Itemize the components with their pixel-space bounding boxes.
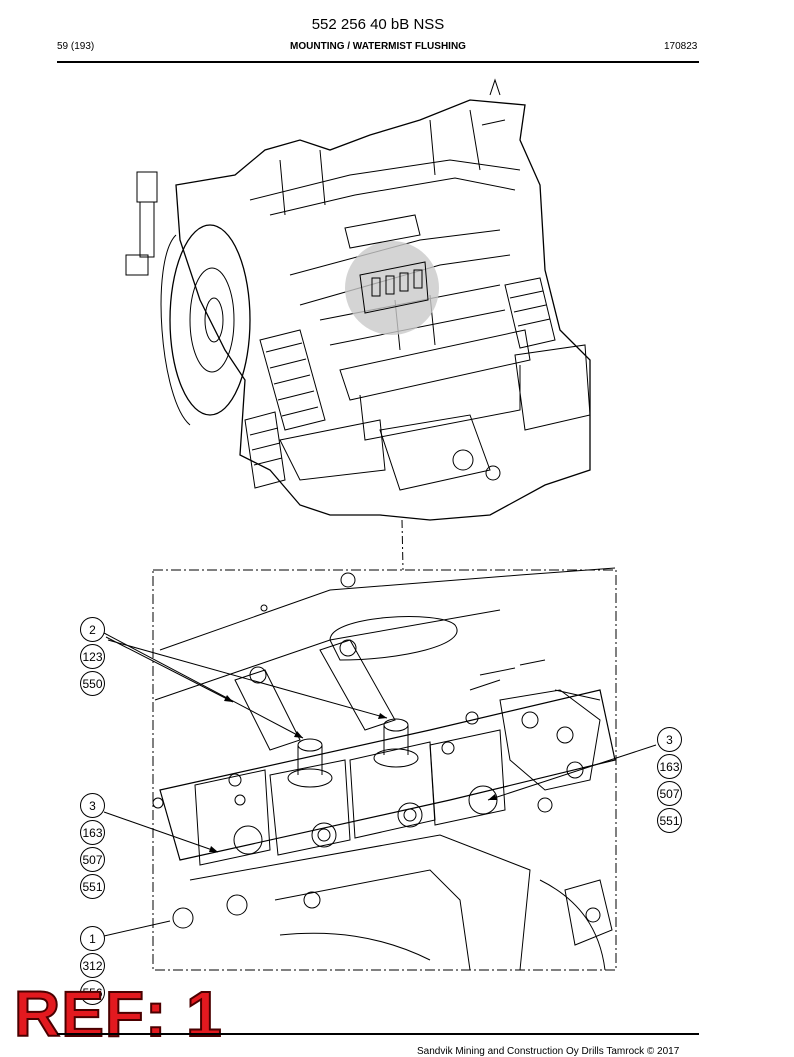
callout-balloon: 550 [80, 671, 105, 696]
callout-balloon: 123 [80, 644, 105, 669]
callout-balloon: 163 [80, 820, 105, 845]
callout-balloon: 507 [657, 781, 682, 806]
footer-copyright: Sandvik Mining and Construction Oy Drill… [417, 1046, 680, 1057]
callout-balloon: 3 [80, 793, 105, 818]
valve-block-detail-drawing [152, 567, 616, 971]
document-date: 170823 [664, 41, 698, 52]
callout-balloon: 507 [80, 847, 105, 872]
callout-arrowheads [209, 695, 497, 852]
callout-balloon: 551 [80, 874, 105, 899]
detail-frame [152, 569, 617, 971]
ref-stamp: REF: 1 [13, 978, 223, 1050]
section-title: MOUNTING / WATERMIST FLUSHING [290, 41, 466, 52]
callout-balloon: 3 [657, 727, 682, 752]
callout-balloon: 1 [80, 926, 105, 951]
machine-overview-drawing [125, 78, 591, 571]
header-rule [57, 61, 699, 63]
footer-rule [57, 1033, 699, 1035]
callout-balloon: 312 [80, 953, 105, 978]
callout-balloon: 556 [80, 980, 105, 1005]
page-number: 59 (193) [57, 41, 95, 52]
callout-balloon: 2 [80, 617, 105, 642]
document-id: 552 256 40 bB NSS [311, 16, 445, 33]
callout-balloon: 163 [657, 754, 682, 779]
callout-leaders [103, 632, 657, 937]
callout-balloon: 551 [657, 808, 682, 833]
